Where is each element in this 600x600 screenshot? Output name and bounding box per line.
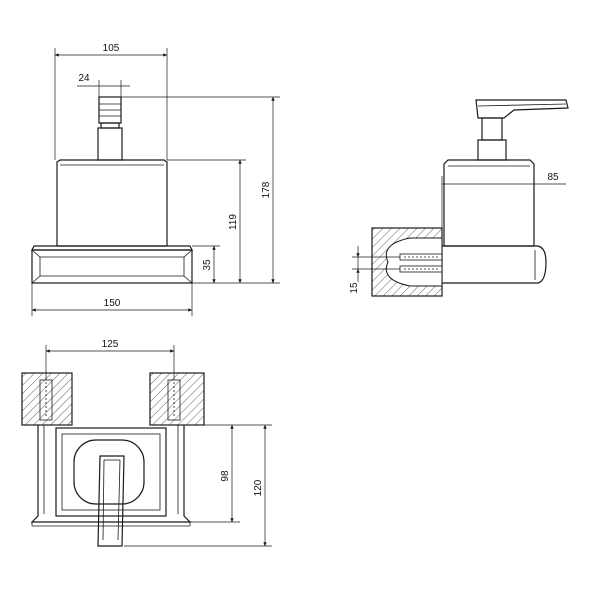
top-view: 125 98 120 — [21, 339, 272, 547]
dim-15-label: 15 — [349, 282, 360, 294]
dim-119-label: 119 — [228, 214, 239, 230]
pump-base-round — [73, 439, 145, 505]
side-view: 85 15 — [349, 99, 569, 297]
dim-178-label: 178 — [261, 181, 272, 198]
dim-24-label: 24 — [78, 73, 90, 84]
wall-cavity — [385, 237, 443, 287]
tray-outline — [30, 425, 192, 523]
pump-stem — [97, 127, 123, 161]
dim-150-label: 150 — [104, 298, 121, 309]
lever-plan — [97, 455, 125, 547]
base-block — [31, 249, 193, 284]
pump-neck — [100, 122, 120, 129]
dim-105-label: 105 — [103, 43, 120, 54]
bottle-body — [56, 159, 168, 247]
base-tray-top — [31, 245, 193, 251]
side-pump-neck — [481, 117, 503, 141]
side-base-block — [442, 245, 547, 284]
pump-lever — [475, 99, 569, 119]
dim-85-label: 85 — [547, 172, 559, 183]
left-wall-section — [21, 372, 73, 426]
side-bottle-body — [443, 159, 535, 247]
front-view: 105 24 178 119 35 150 — [31, 43, 280, 316]
right-wall-section — [149, 372, 205, 426]
bottle-top-square — [55, 427, 167, 517]
dim-35-label: 35 — [202, 259, 213, 271]
dim-98-label: 98 — [220, 470, 231, 482]
dim-125-label: 125 — [102, 339, 119, 350]
dim-120-label: 120 — [253, 479, 264, 496]
